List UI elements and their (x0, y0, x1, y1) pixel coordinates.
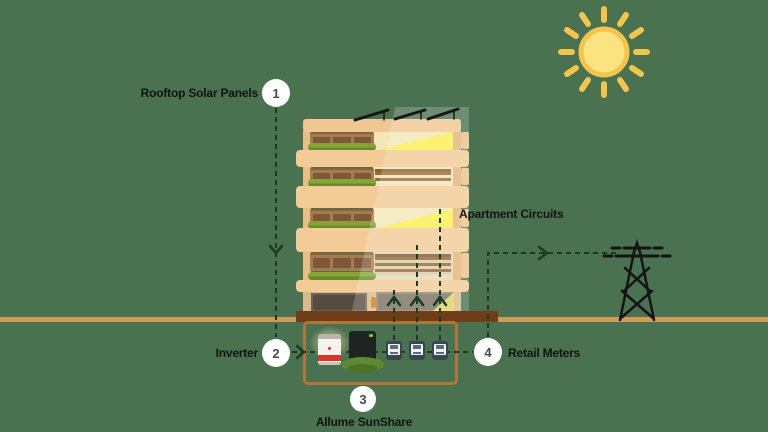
roof-slab (303, 119, 461, 132)
step-number: 1 (272, 85, 280, 101)
balcony-tab (461, 132, 469, 149)
building-wall-right (453, 131, 461, 312)
label-retail-meters: Retail Meters (508, 346, 581, 360)
solar-panel-icon (353, 107, 460, 122)
step-number: 3 (359, 391, 367, 407)
floor-slab (296, 186, 469, 208)
hedge-icon (308, 221, 376, 229)
balcony-tab (461, 209, 469, 227)
step-number: 2 (272, 345, 280, 361)
step-circle-4: 4 (474, 338, 502, 366)
balcony-tab (461, 253, 469, 278)
window-unit (310, 253, 374, 271)
flow-to-grid (487, 252, 616, 337)
flow-arrowheads (268, 244, 549, 360)
interior-cutaway (373, 167, 453, 186)
hedge-icon (308, 179, 376, 187)
sun-icon (558, 6, 650, 98)
step-circle-2: 2 (262, 339, 290, 367)
interior-cutaway (373, 131, 453, 150)
label-allume-sunshare: Allume SunShare (315, 415, 413, 429)
label-rooftop-solar-panels: Rooftop Solar Panels (140, 86, 259, 100)
step-number: 4 (484, 344, 492, 360)
energy-flow-lines (275, 108, 616, 340)
label-inverter: Inverter (215, 346, 259, 360)
floor-slab (296, 150, 469, 167)
building-foundation (296, 311, 498, 322)
interior-cutaway (373, 208, 453, 228)
bush-icon (347, 364, 378, 373)
step-circle-1: 1 (262, 79, 290, 107)
balcony-tab (461, 168, 469, 185)
building-wall-left (303, 131, 311, 312)
label-apartment-circuits: Apartment Circuits (459, 207, 564, 221)
step-circle-3: 3 (350, 386, 376, 412)
fire-extinguisher-icon (371, 297, 376, 308)
hedge-icon (308, 143, 376, 151)
louvre-blinds (375, 169, 451, 181)
hedge-icon (308, 272, 376, 280)
retail-meter-icon (386, 341, 402, 360)
floor-slab (296, 280, 469, 292)
retail-meter-icon (432, 341, 448, 360)
inverter-unit-icon (318, 334, 341, 365)
retail-meter-icon (409, 341, 425, 360)
louvre-blinds (375, 254, 451, 275)
transmission-tower-icon (602, 239, 672, 322)
